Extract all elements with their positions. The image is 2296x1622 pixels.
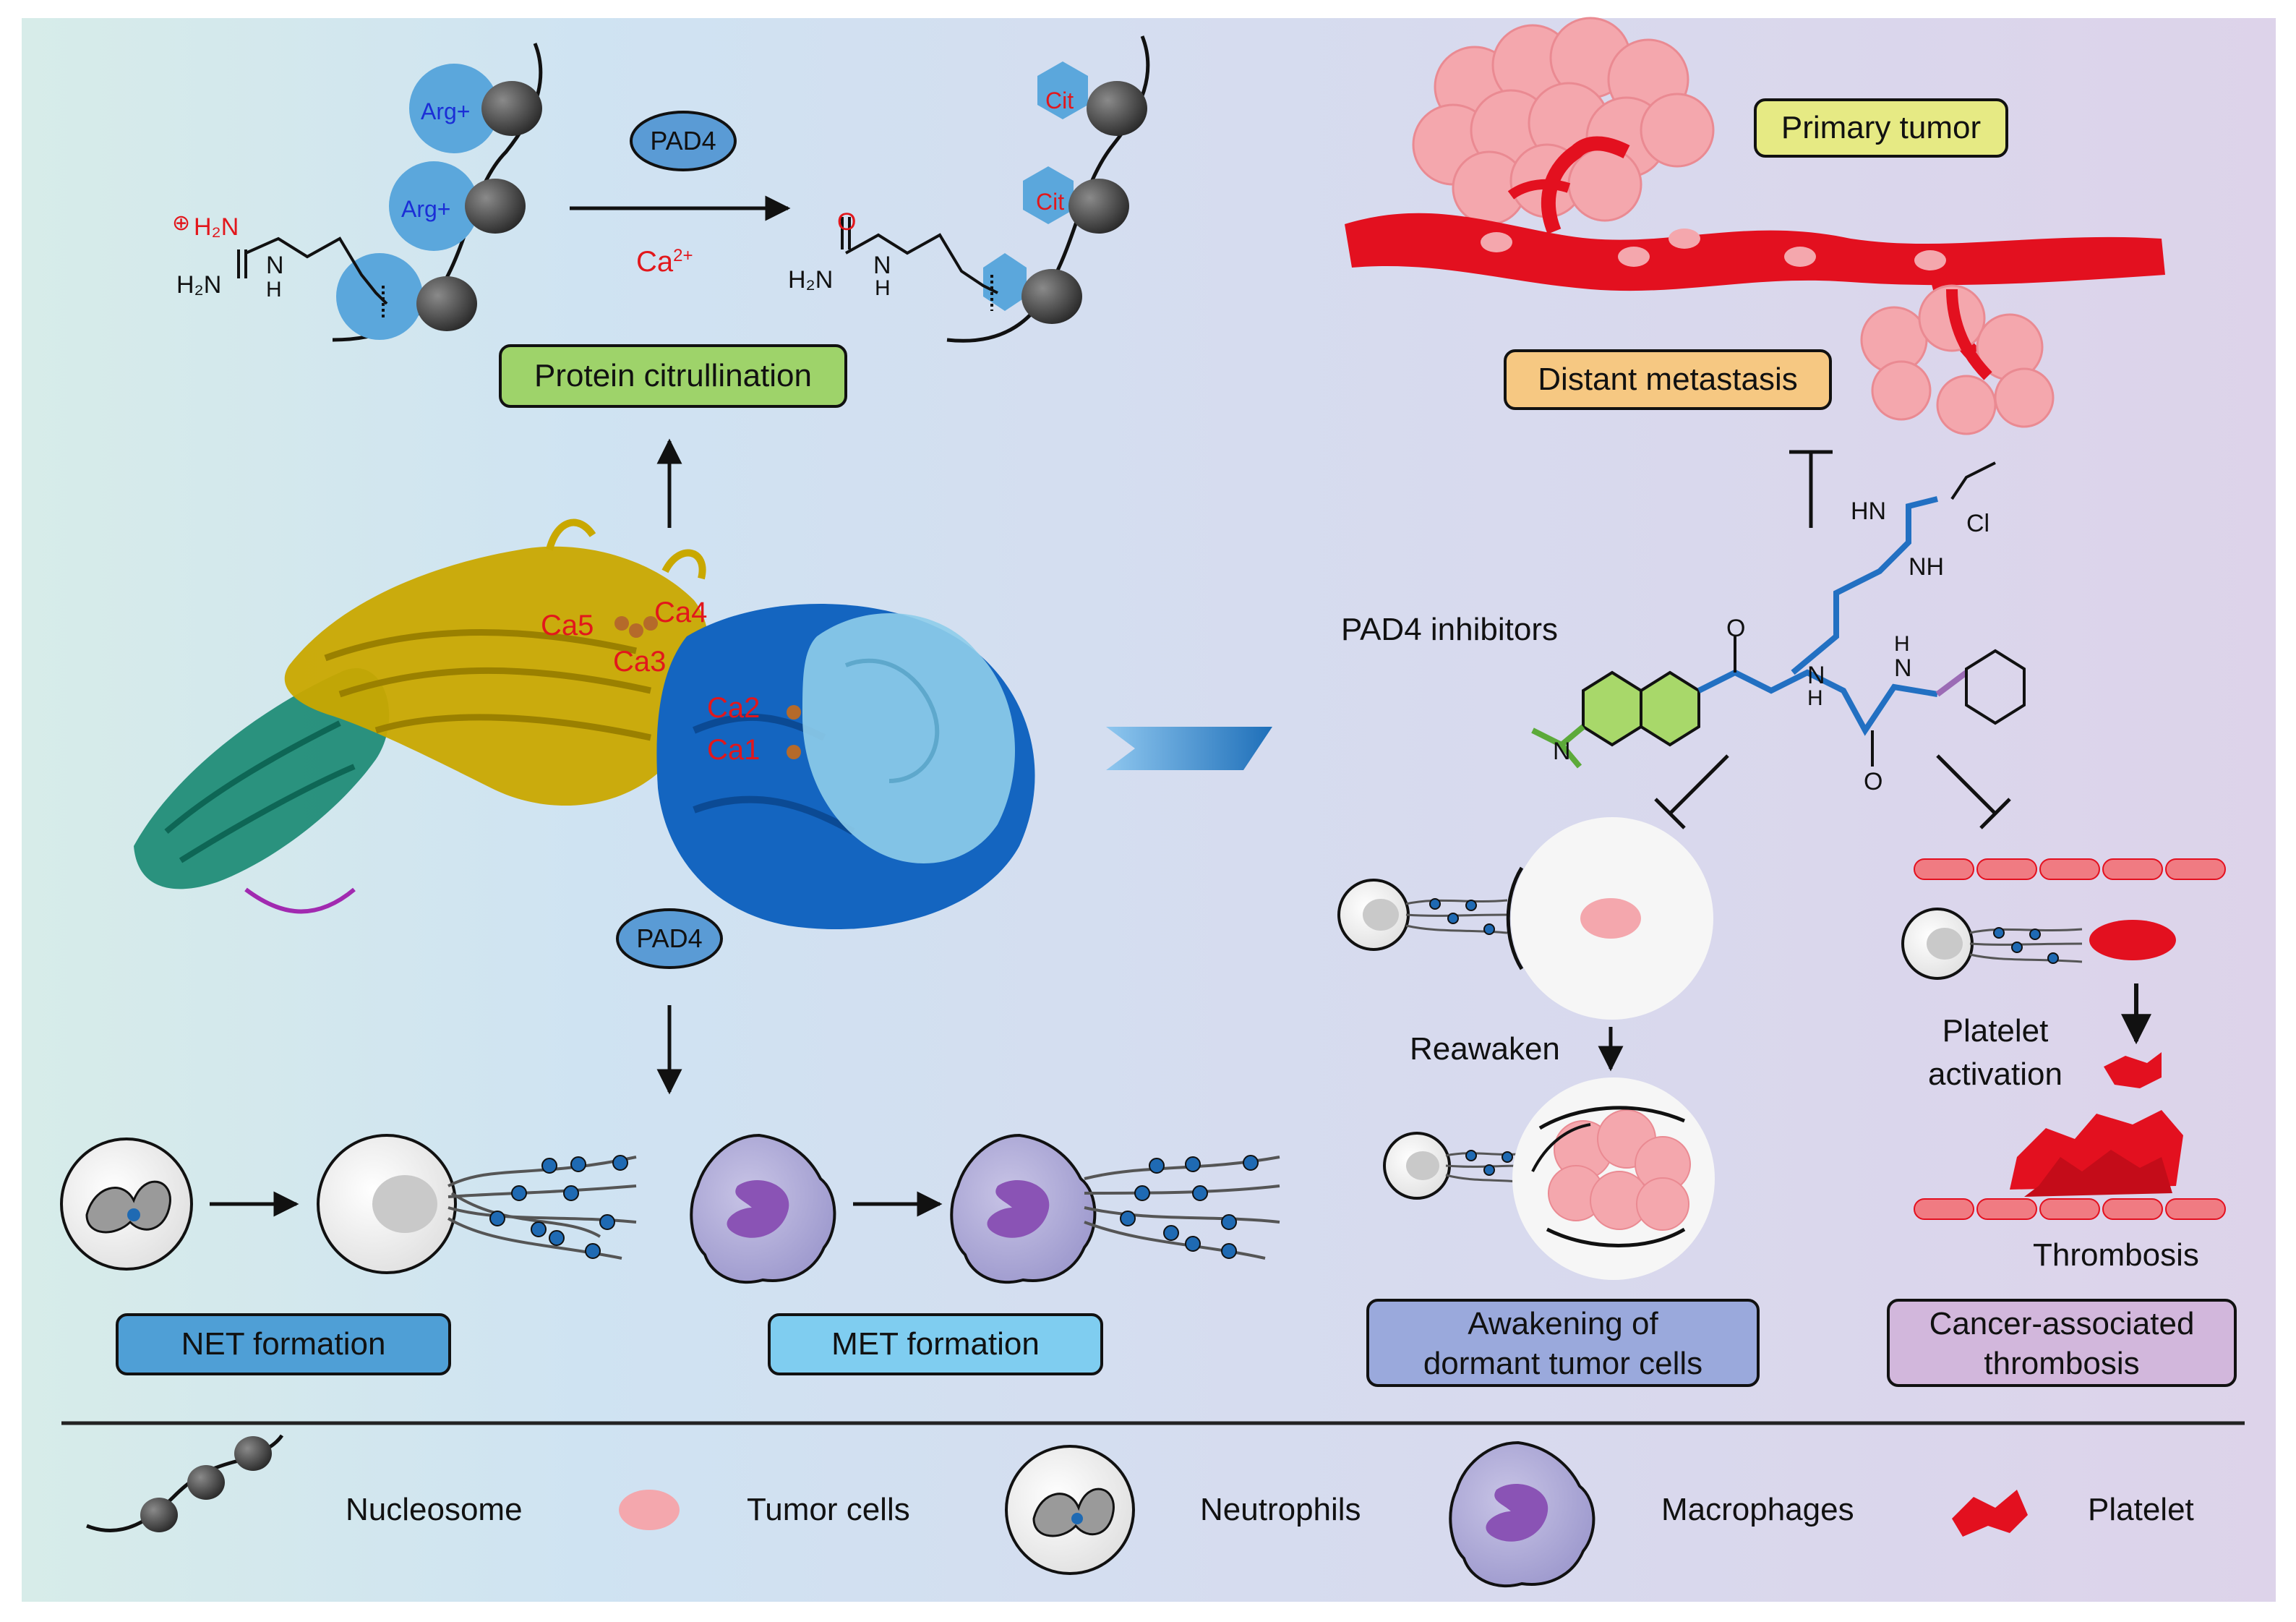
atom-label: O	[837, 208, 856, 236]
metastasis-panel: Primary tumor Distant metastasis	[1345, 17, 2165, 528]
nucleosome	[1068, 179, 1129, 234]
reawaken-label: Reawaken	[1410, 1031, 1560, 1067]
ca-label: Ca2	[707, 692, 760, 724]
platelet-icon	[2104, 1052, 2162, 1088]
arg-bubble-1	[409, 64, 499, 153]
thrombosis-label: Thrombosis	[2033, 1237, 2199, 1273]
arg-label: Arg+	[401, 196, 450, 222]
atom-label: H	[1894, 632, 1910, 656]
protein-citrullination-label: Protein citrullination	[534, 358, 812, 393]
atom-label: H₂N	[194, 213, 239, 241]
platelet-activation-label-line1: Platelet	[1942, 1013, 2049, 1049]
tumor-cell	[1580, 898, 1641, 939]
nucleosome-icon	[140, 1498, 178, 1532]
primary-tumor-box	[1754, 98, 2008, 158]
nucleosome	[416, 276, 477, 331]
net-formation-box	[116, 1313, 451, 1375]
atom-label: N	[1894, 654, 1912, 682]
pad4-inhibitors-title: PAD4 inhibitors	[1341, 612, 1558, 647]
cit-hexagon	[1037, 61, 1088, 119]
platelet-activation-label-line2: activation	[1928, 1057, 2062, 1092]
cat-label-line1: Cancer-associated	[1929, 1306, 2195, 1341]
cancer-associated-thrombosis-box	[1887, 1299, 2237, 1387]
legend-neutrophils: Neutrophils	[1200, 1492, 1361, 1527]
distant-metastasis-box	[1504, 349, 1832, 410]
atom-label: H	[1807, 686, 1823, 710]
inhibitor-structure: PAD4 inhibitors N HN Cl NH O N H H N O	[1341, 461, 2026, 829]
atom-label: Cl	[1966, 510, 1989, 537]
nucleosome-icon	[234, 1436, 272, 1471]
legend-tumor-cells: Tumor cells	[747, 1492, 910, 1527]
legend: Nucleosome Tumor cells Neutrophils Macro…	[86, 1434, 2194, 1588]
atom-label: N	[266, 252, 284, 279]
legend-macrophages: Macrophages	[1661, 1492, 1854, 1527]
ca-label: Ca5	[541, 610, 594, 641]
atom-label: NH	[1909, 553, 1944, 581]
legend-platelet: Platelet	[2088, 1492, 2194, 1527]
arg-label: Arg+	[421, 98, 470, 124]
primary-tumor-label: Primary tumor	[1781, 110, 1981, 145]
pad4-enzyme-bottom	[616, 908, 723, 969]
awakening-box	[1366, 1299, 1760, 1387]
blood-vessel	[1345, 213, 2165, 291]
legend-nucleosome: Nucleosome	[346, 1492, 523, 1527]
thrombosis-panel: Platelet activation Thrombosis Cancer-as…	[1887, 858, 2237, 1387]
atom-label: HN	[1851, 498, 1886, 525]
pad4-label-bottom: PAD4	[636, 923, 702, 953]
nucleosome-icon	[187, 1465, 225, 1500]
ca-label: Ca1	[707, 734, 760, 766]
protein-citrullination-box	[499, 344, 847, 408]
net-met-panel: NET formation MET formation	[60, 1133, 1280, 1375]
net-formation-label: NET formation	[181, 1326, 386, 1362]
pad4-label-top: PAD4	[650, 126, 716, 155]
distant-metastasis-label: Distant metastasis	[1538, 362, 1797, 397]
cat-label-line2: thrombosis	[1984, 1346, 2139, 1381]
met-formation-box	[768, 1313, 1103, 1375]
platelet-legend-icon	[1952, 1490, 2028, 1537]
atom-label: O	[1726, 615, 1745, 642]
atom-label: H	[266, 278, 282, 302]
awakening-label-line2: dormant tumor cells	[1423, 1346, 1702, 1381]
cofactor-label: Ca2+	[636, 246, 693, 278]
atom-label: N	[873, 252, 891, 279]
pad4-enzyme-top	[630, 111, 737, 171]
met-formation-label: MET formation	[831, 1326, 1040, 1362]
atom-label: H	[875, 276, 891, 300]
atom-label: N	[1553, 738, 1571, 765]
nucleosome	[465, 179, 526, 234]
atom-label: H₂N	[176, 271, 221, 299]
ca-label: Ca4	[654, 597, 707, 628]
charge-symbol: ⊕	[172, 211, 190, 235]
awakening-panel: Reawaken Awakening of dormant tumor cell…	[1337, 817, 1760, 1387]
ca-label: Ca3	[613, 646, 666, 678]
reaction-panel: Arg+ Arg+ ⊕ H₂N H₂N N H PAD4 Ca2+ Cit Ci…	[172, 35, 1150, 528]
atom-label: H₂N	[788, 266, 833, 294]
atom-label: O	[1864, 768, 1882, 795]
nucleosome	[1021, 269, 1082, 324]
tumor-cell-icon	[619, 1490, 680, 1530]
nucleosome	[1087, 81, 1147, 136]
transition-arrow-icon	[1106, 727, 1272, 770]
cit-label: Cit	[1036, 189, 1064, 215]
arg-bubble-2	[389, 161, 479, 251]
cit-hexagon	[1023, 166, 1074, 224]
awakening-label-line1: Awakening of	[1468, 1306, 1658, 1341]
nucleosome	[481, 81, 542, 136]
tumor-cell	[2089, 920, 2176, 960]
atom-label: N	[1807, 662, 1825, 689]
pad4-crystal-structure: Ca5 Ca4 Ca3 Ca2 Ca1 PAD4	[134, 518, 1035, 1095]
cit-label: Cit	[1045, 87, 1074, 114]
